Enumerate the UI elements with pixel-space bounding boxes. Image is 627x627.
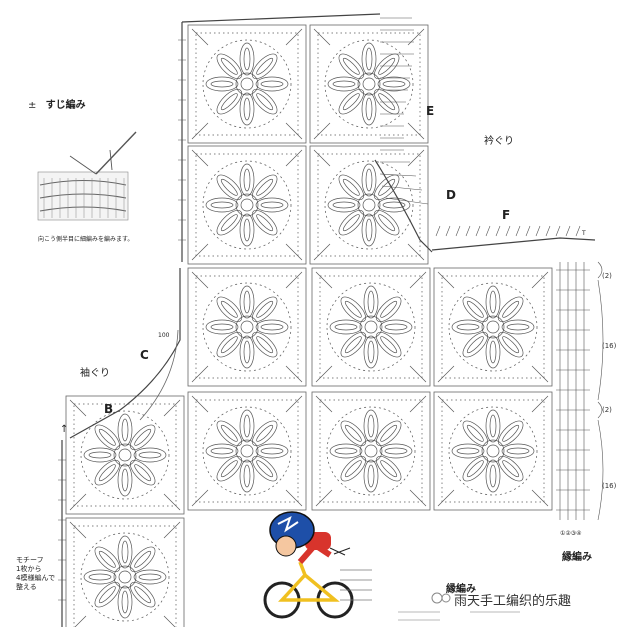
- legend-symbol: ±: [28, 100, 37, 111]
- legend-title-text: すじ編み: [45, 100, 86, 111]
- mark-t: T: [582, 230, 586, 237]
- label-armhole: 袖ぐり: [80, 368, 110, 379]
- label-E: E: [426, 104, 435, 118]
- legend-title: ± すじ編み: [28, 96, 86, 111]
- measure-4: (16): [602, 482, 617, 490]
- watermark-text: 雨天手工编织的乐趣: [454, 594, 572, 609]
- label-D: D: [446, 188, 456, 202]
- measure-1: (2): [602, 272, 612, 280]
- left-edge-dashes: [58, 39, 186, 601]
- watermark-icon: [431, 592, 451, 604]
- motif-block-body: [66, 268, 552, 627]
- corner-arc: [139, 329, 179, 421]
- legend-illustration: [37, 131, 137, 221]
- cyclist-icon: [263, 511, 372, 619]
- measure-2: (16): [602, 342, 617, 350]
- arrow-up: ↑: [60, 424, 69, 435]
- motif-note: モチーフ 1枚から 4模様編んで 整える: [16, 556, 56, 591]
- label-edging: 縁編み: [562, 552, 592, 563]
- edging-fringe-top: [379, 17, 581, 237]
- label-neckline: 衿ぐり: [484, 136, 514, 147]
- measure-3: (2): [602, 406, 612, 414]
- count-100: 100: [158, 332, 170, 339]
- label-C: C: [140, 348, 149, 362]
- label-edging-bottom: 縁編み: [446, 584, 476, 595]
- edging-ladder: [556, 261, 604, 521]
- edge-outline: [61, 13, 596, 627]
- bottom-edging-lines: [398, 611, 520, 621]
- motif-block-top: [188, 25, 428, 264]
- round-marks: ①②③④: [560, 530, 582, 537]
- label-B: B: [104, 402, 114, 416]
- label-F: F: [502, 208, 511, 222]
- legend-caption: 向こう側半目に細編みを編みます。: [38, 236, 134, 243]
